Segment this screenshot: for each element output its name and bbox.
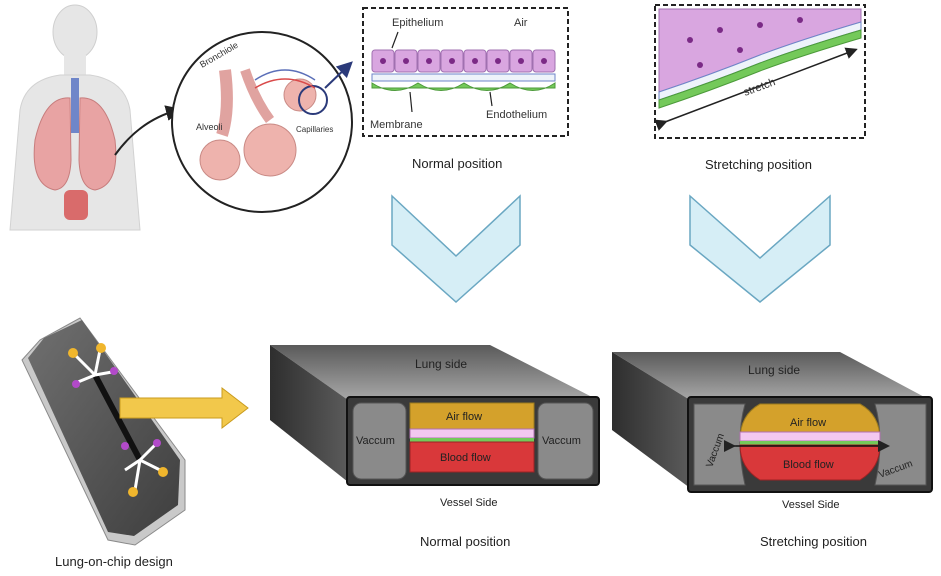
epithelium-label: Epithelium: [392, 17, 443, 29]
stretch-blood-chamber: [739, 444, 881, 481]
normal-vacuum-right-label: Vaccum: [542, 435, 581, 447]
chip-channel: [92, 373, 143, 462]
alveoli-to-cells-arrow: [324, 61, 353, 89]
alveoli-label: Alveoli: [196, 122, 223, 132]
normal-blood-flow-label: Blood flow: [440, 452, 491, 464]
human-body: [9, 4, 141, 231]
stretch-cell-layer-panel: stretch: [654, 4, 866, 139]
membrane-label: Membrane: [370, 119, 423, 131]
normal-chevron-down-icon: [391, 194, 521, 304]
normal-epithelium-strip: [409, 428, 535, 439]
membrane-pointer: [409, 91, 413, 113]
stretch-device-caption: Stretching position: [760, 534, 867, 549]
epithelium-pointer: [391, 31, 399, 49]
normal-air-flow-label: Air flow: [446, 411, 482, 423]
normal-lung-side-label: Lung side: [415, 357, 467, 371]
stretch-arrow: [654, 47, 858, 131]
stretch-epithelium-strip: [739, 431, 881, 442]
normal-device: Lung side Air flow Blood flow Vaccum Vac…: [270, 345, 600, 486]
stretch-cells-caption: Stretching position: [705, 157, 812, 172]
normal-endothelium-strip: [410, 438, 534, 442]
normal-cells-caption: Normal position: [412, 156, 502, 171]
normal-blood-chamber: [409, 441, 535, 473]
normal-device-caption: Normal position: [420, 534, 510, 549]
stretch-air-flow-label: Air flow: [790, 417, 826, 429]
normal-cell-layer-panel: Epithelium Air Membrane Endothelium: [362, 7, 569, 137]
endothelium-layer: [371, 82, 556, 91]
normal-vacuum-left: [352, 402, 407, 480]
lung-on-chip-device: [21, 317, 186, 546]
membrane-layer: [371, 73, 556, 82]
endothelium-label: Endothelium: [486, 109, 547, 121]
normal-vessel-side-label: Vessel Side: [440, 497, 497, 509]
capillaries-label: Capillaries: [296, 125, 333, 134]
stretch-chevron-down-icon: [689, 194, 831, 303]
body-to-alveoli-arrow: [114, 105, 182, 156]
alveoli-zoom: Bronchiole Alveoli Capillaries: [171, 31, 353, 213]
air-label: Air: [514, 17, 528, 29]
stretch-blood-flow-label: Blood flow: [783, 459, 834, 471]
stretch-lung-side-label: Lung side: [748, 363, 800, 377]
epithelium-cells: [371, 49, 556, 73]
stretch-vessel-side-label: Vessel Side: [782, 499, 839, 511]
normal-vacuum-right: [537, 402, 594, 480]
normal-vacuum-left-label: Vaccum: [356, 435, 395, 447]
top-ports: [68, 343, 118, 388]
endothelium-pointer: [489, 91, 493, 107]
stretch-endothelium-strip: [740, 441, 880, 445]
stretch-device: Lung side Air flow Blood flow Vaccum Vac…: [612, 352, 933, 493]
chip-caption: Lung-on-chip design: [55, 554, 173, 569]
lungs-icon: [33, 78, 117, 220]
normal-air-chamber: [409, 402, 535, 430]
chip-to-device-arrow: [119, 386, 249, 430]
bottom-ports: [121, 439, 168, 497]
